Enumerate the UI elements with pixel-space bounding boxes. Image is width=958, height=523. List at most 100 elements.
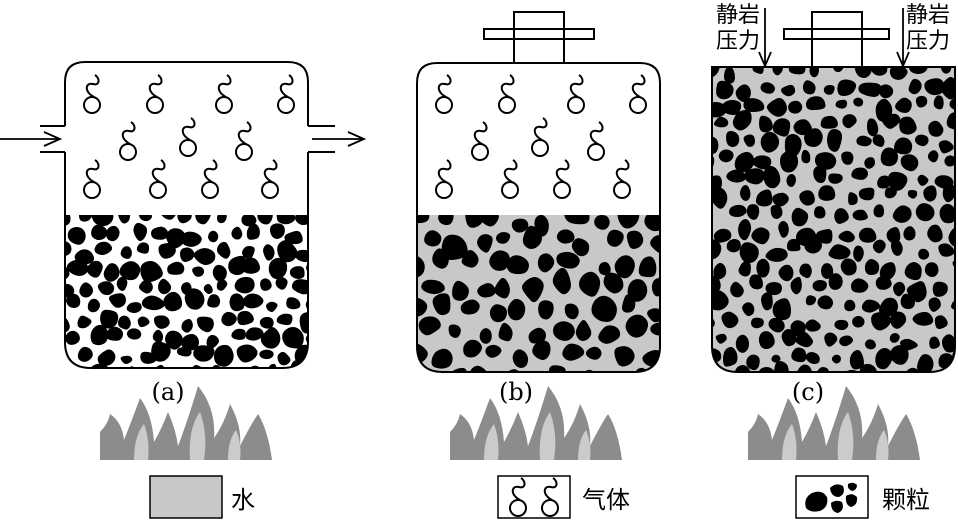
particle — [268, 257, 288, 280]
particle — [489, 304, 507, 323]
particle — [552, 321, 575, 341]
particle — [927, 150, 939, 163]
particle — [46, 371, 58, 382]
particle — [383, 257, 403, 276]
particle — [712, 136, 719, 155]
legend-gas-swatch — [497, 475, 571, 519]
particle — [917, 354, 934, 372]
particle — [479, 328, 492, 344]
particle — [738, 218, 752, 241]
gas-bubble — [613, 181, 631, 199]
flame-shape — [748, 386, 920, 460]
particle — [424, 230, 442, 247]
particle — [770, 205, 783, 219]
particle — [751, 227, 770, 245]
particle — [852, 209, 868, 221]
piston-b — [483, 11, 595, 64]
particle — [231, 328, 246, 340]
particle — [38, 309, 56, 330]
particle — [236, 344, 258, 363]
legend: 水 气体 颗粒 — [149, 475, 930, 519]
particle — [325, 214, 333, 223]
particle — [260, 278, 272, 291]
particle — [477, 283, 496, 298]
particle — [79, 282, 94, 298]
particle — [548, 365, 566, 372]
particle — [511, 218, 529, 233]
particle — [878, 297, 899, 317]
vessel-b-outline — [416, 62, 661, 373]
gas-bubble-tail — [569, 74, 584, 98]
particle — [237, 310, 254, 326]
particle — [875, 347, 893, 370]
particle — [834, 208, 849, 224]
particle — [890, 345, 909, 365]
gas-bubble-tail — [615, 159, 630, 183]
gas-bubble — [83, 181, 101, 199]
particle — [765, 247, 788, 262]
particle — [790, 276, 802, 295]
gas-bubble-tail — [85, 74, 100, 98]
gas-bubble — [179, 139, 197, 157]
outflow-arrow — [312, 131, 367, 147]
particle — [788, 67, 806, 75]
particle — [158, 243, 176, 259]
particle — [772, 118, 791, 137]
particle — [277, 240, 298, 263]
particle — [680, 279, 693, 294]
particle — [432, 248, 449, 269]
particle — [65, 330, 80, 345]
particle — [394, 284, 415, 297]
particle — [726, 130, 740, 148]
panel-label-c: (c) — [792, 378, 824, 406]
particle — [97, 281, 115, 296]
pressure-label-right-line2: 压力 — [906, 29, 950, 54]
particle — [314, 314, 332, 332]
particle — [824, 332, 838, 347]
gas-bubble-tail — [181, 117, 196, 141]
gas-bubble-tail — [279, 74, 294, 98]
particle — [506, 255, 529, 275]
particle — [106, 225, 120, 242]
particle — [802, 80, 816, 95]
particle — [591, 295, 617, 322]
particle — [739, 242, 759, 264]
particle — [91, 215, 114, 227]
particle — [837, 79, 857, 97]
pressure-label-left-line2: 压力 — [716, 29, 760, 54]
particle — [755, 189, 773, 207]
particle — [900, 293, 915, 310]
particle — [138, 215, 153, 222]
particle — [42, 344, 56, 360]
particle — [690, 194, 704, 204]
particle — [163, 291, 183, 312]
flame-shape — [450, 386, 622, 460]
gas-bubble — [553, 181, 571, 199]
particle — [772, 192, 789, 207]
particle — [86, 260, 103, 278]
particle — [378, 208, 399, 229]
gas-bubble-tail — [473, 121, 488, 145]
gas-bubble — [215, 96, 233, 114]
particle — [638, 256, 657, 278]
particle — [723, 347, 738, 367]
particle — [400, 241, 416, 252]
particle — [322, 249, 335, 261]
particle — [743, 168, 766, 185]
particle — [180, 231, 202, 247]
particle — [160, 215, 177, 220]
particle — [286, 297, 301, 310]
gas-bubble — [435, 96, 453, 114]
particle — [614, 346, 635, 367]
pressure-label-left-line1: 静岩 — [716, 3, 760, 28]
particle — [498, 322, 513, 342]
particle — [856, 135, 872, 147]
particle — [228, 255, 247, 276]
particle — [723, 67, 736, 84]
particle — [295, 215, 308, 226]
particle — [796, 364, 812, 372]
particle — [485, 344, 502, 358]
particle — [813, 165, 827, 183]
gas-bubble — [587, 143, 605, 161]
